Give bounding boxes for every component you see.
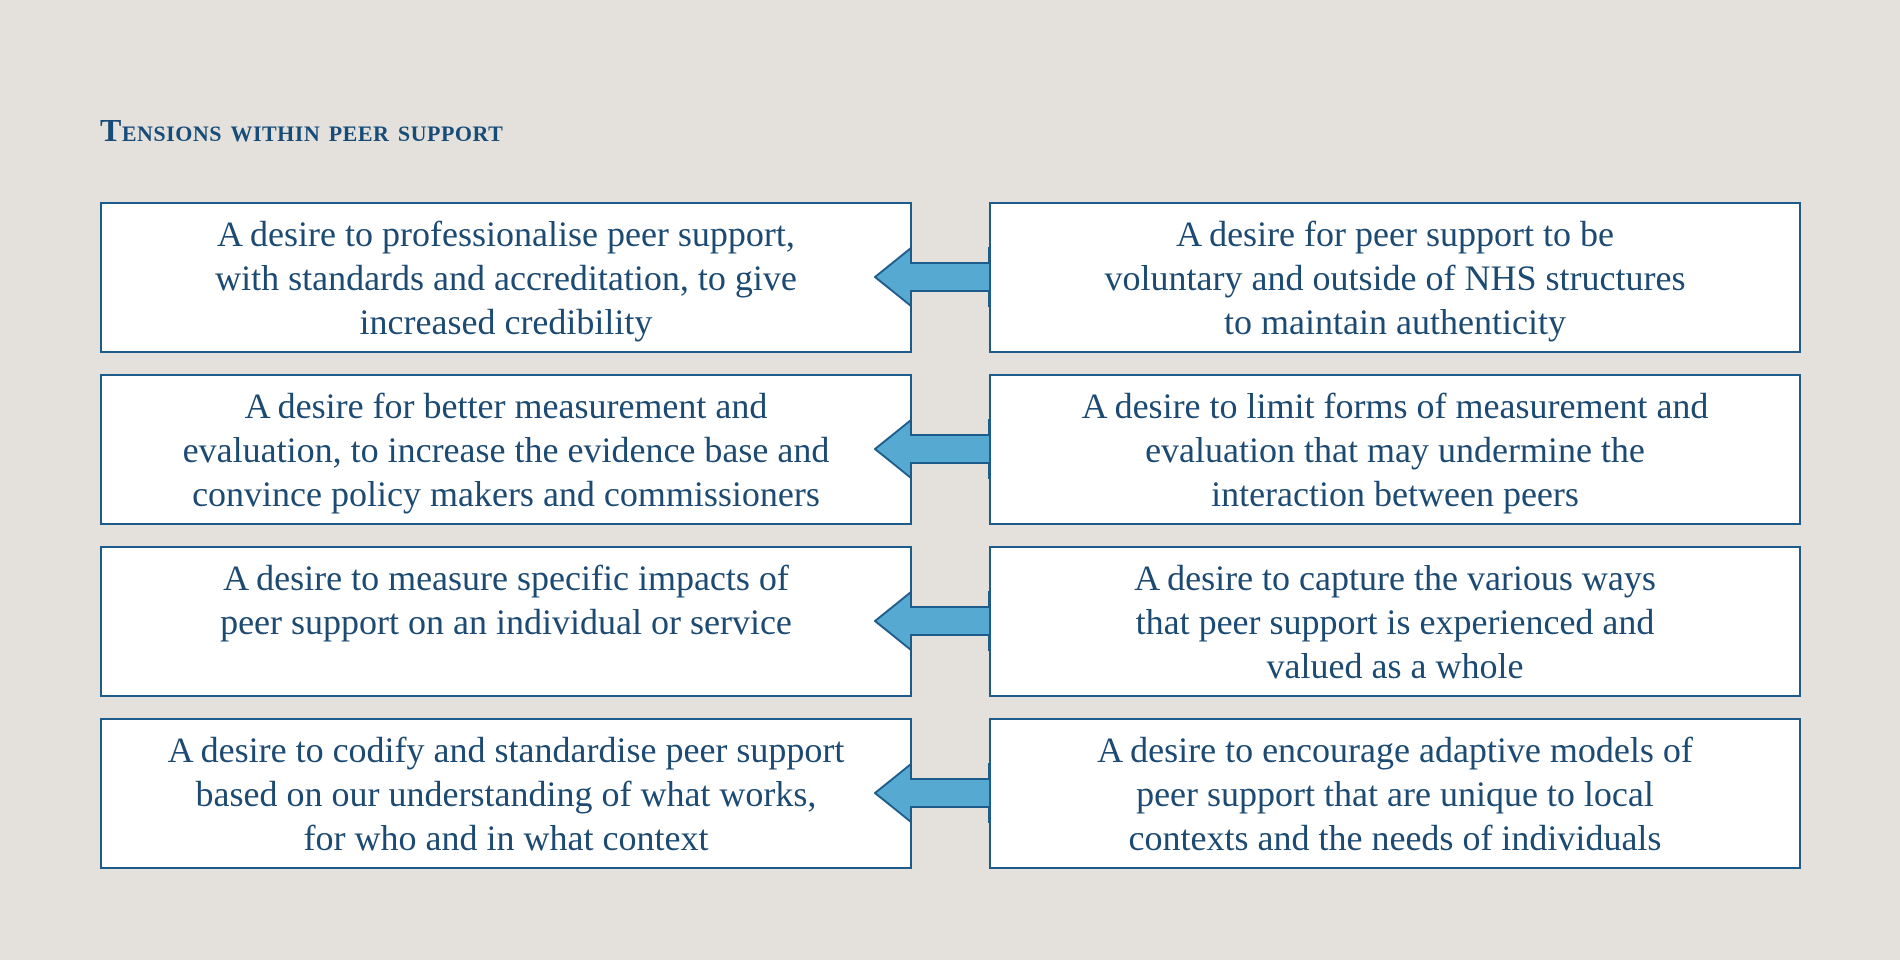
tension-row-1: A desire to professionalise peer support…	[100, 202, 1801, 353]
left-statement-box-3: A desire to measure specific impacts of …	[100, 546, 912, 697]
right-statement-box-1: A desire for peer support to be voluntar…	[989, 202, 1801, 353]
right-statement-text-2: A desire to limit forms of measurement a…	[1081, 386, 1709, 514]
left-statement-text-4: A desire to codify and standardise peer …	[167, 730, 845, 858]
tension-row-3: A desire to measure specific impacts of …	[100, 546, 1801, 697]
right-statement-box-4: A desire to encourage adaptive models of…	[989, 718, 1801, 869]
right-statement-text-3: A desire to capture the various ways tha…	[1134, 558, 1656, 686]
left-statement-text-2: A desire for better measurement and eval…	[182, 386, 830, 514]
left-statement-text-3: A desire to measure specific impacts of …	[220, 558, 792, 642]
right-statement-text-4: A desire to encourage adaptive models of…	[1097, 730, 1693, 858]
right-statement-box-2: A desire to limit forms of measurement a…	[989, 374, 1801, 525]
left-statement-box-4: A desire to codify and standardise peer …	[100, 718, 912, 869]
left-statement-text-1: A desire to professionalise peer support…	[215, 214, 797, 342]
right-statement-box-3: A desire to capture the various ways tha…	[989, 546, 1801, 697]
right-statement-text-1: A desire for peer support to be voluntar…	[1104, 214, 1686, 342]
diagram-title: Tensions within peer support	[100, 112, 504, 148]
left-statement-box-2: A desire for better measurement and eval…	[100, 374, 912, 525]
tension-row-4: A desire to codify and standardise peer …	[100, 718, 1801, 869]
left-statement-box-1: A desire to professionalise peer support…	[100, 202, 912, 353]
tension-row-2: A desire for better measurement and eval…	[100, 374, 1801, 525]
